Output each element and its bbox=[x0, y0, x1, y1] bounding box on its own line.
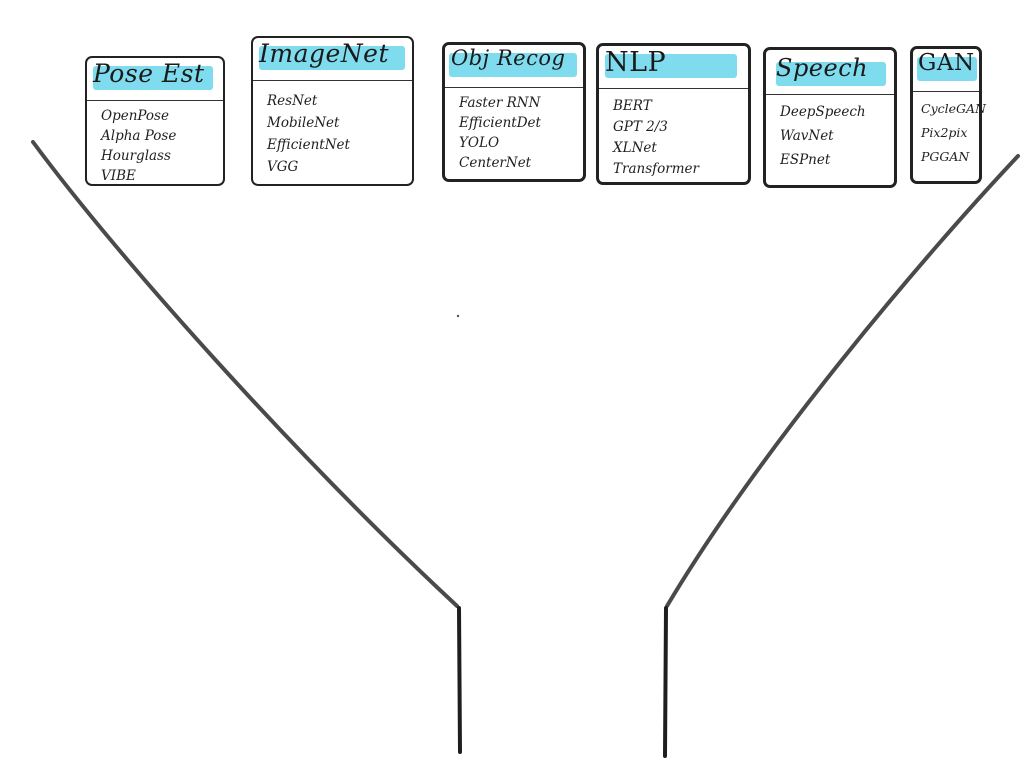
card-nlp-item: BERT bbox=[613, 98, 652, 114]
card-nlp-highlight bbox=[605, 54, 737, 78]
card-pose-est-title: Pose Est bbox=[93, 59, 205, 88]
card-obj-recog-title: Obj Recog bbox=[451, 46, 566, 70]
card-nlp-item: XLNet bbox=[613, 140, 657, 156]
card-obj-recog-highlight bbox=[449, 53, 577, 77]
funnel-left-spout bbox=[457, 606, 462, 754]
card-pose-est: Pose Est OpenPose Alpha Pose Hourglass V… bbox=[85, 56, 225, 186]
card-imagenet: ImageNet ResNet MobileNet EfficientNet V… bbox=[251, 36, 414, 186]
funnel-right-spout bbox=[663, 606, 668, 758]
funnel-right-wall bbox=[665, 154, 1020, 608]
card-nlp-item: GPT 2/3 bbox=[613, 119, 668, 135]
card-speech-highlight bbox=[776, 62, 886, 86]
card-obj-recog-header: Obj Recog bbox=[445, 45, 583, 88]
card-gan-item: PGGAN bbox=[921, 149, 970, 164]
card-pose-est-items: OpenPose Alpha Pose Hourglass VIBE bbox=[101, 106, 219, 186]
card-speech: Speech DeepSpeech WavNet ESPnet bbox=[763, 47, 897, 188]
card-speech-title: Speech bbox=[776, 54, 869, 82]
card-obj-recog-item: Faster RNN bbox=[459, 95, 541, 111]
card-speech-item: ESPnet bbox=[780, 152, 831, 168]
card-nlp: NLP BERT GPT 2/3 XLNet Transformer bbox=[596, 43, 751, 185]
card-obj-recog-item: YOLO bbox=[459, 135, 500, 151]
card-imagenet-header: ImageNet bbox=[253, 38, 412, 81]
card-imagenet-item: ResNet bbox=[267, 93, 318, 109]
card-speech-items: DeepSpeech WavNet ESPnet bbox=[780, 100, 890, 172]
card-nlp-item: Transformer bbox=[613, 161, 699, 177]
card-imagenet-item: MobileNet bbox=[267, 115, 340, 131]
card-speech-item: WavNet bbox=[780, 128, 834, 144]
card-imagenet-item: VGG bbox=[267, 159, 299, 175]
card-obj-recog-item: EfficientDet bbox=[459, 115, 541, 131]
card-nlp-items: BERT GPT 2/3 XLNet Transformer bbox=[613, 96, 744, 180]
card-nlp-header: NLP bbox=[599, 46, 748, 89]
card-gan-header: GAN bbox=[913, 49, 979, 92]
card-obj-recog: Obj Recog Faster RNN EfficientDet YOLO C… bbox=[442, 42, 586, 182]
card-imagenet-item: EfficientNet bbox=[267, 137, 350, 153]
card-gan-item: CycleGAN bbox=[921, 101, 986, 116]
funnel-left-wall bbox=[31, 140, 459, 608]
card-obj-recog-item: CenterNet bbox=[459, 155, 532, 171]
card-pose-est-highlight bbox=[93, 66, 213, 90]
card-imagenet-items: ResNet MobileNet EfficientNet VGG bbox=[267, 90, 408, 178]
card-pose-est-item: VIBE bbox=[101, 168, 136, 184]
card-imagenet-highlight bbox=[259, 46, 405, 70]
stray-dot bbox=[456, 314, 460, 318]
card-pose-est-item: OpenPose bbox=[101, 108, 169, 124]
card-gan-highlight bbox=[917, 57, 977, 81]
card-gan-item: Pix2pix bbox=[921, 125, 968, 140]
card-gan: GAN CycleGAN Pix2pix PGGAN bbox=[910, 46, 986, 184]
card-speech-item: DeepSpeech bbox=[780, 104, 866, 120]
card-pose-est-header: Pose Est bbox=[87, 58, 223, 101]
card-imagenet-title: ImageNet bbox=[259, 39, 390, 68]
card-gan-title: GAN bbox=[918, 50, 975, 76]
card-gan-items: CycleGAN Pix2pix PGGAN bbox=[921, 97, 986, 169]
card-obj-recog-items: Faster RNN EfficientDet YOLO CenterNet bbox=[459, 93, 579, 173]
card-nlp-title: NLP bbox=[605, 47, 667, 78]
card-speech-header: Speech bbox=[766, 50, 894, 95]
card-pose-est-item: Alpha Pose bbox=[101, 128, 177, 144]
card-pose-est-item: Hourglass bbox=[101, 148, 171, 164]
